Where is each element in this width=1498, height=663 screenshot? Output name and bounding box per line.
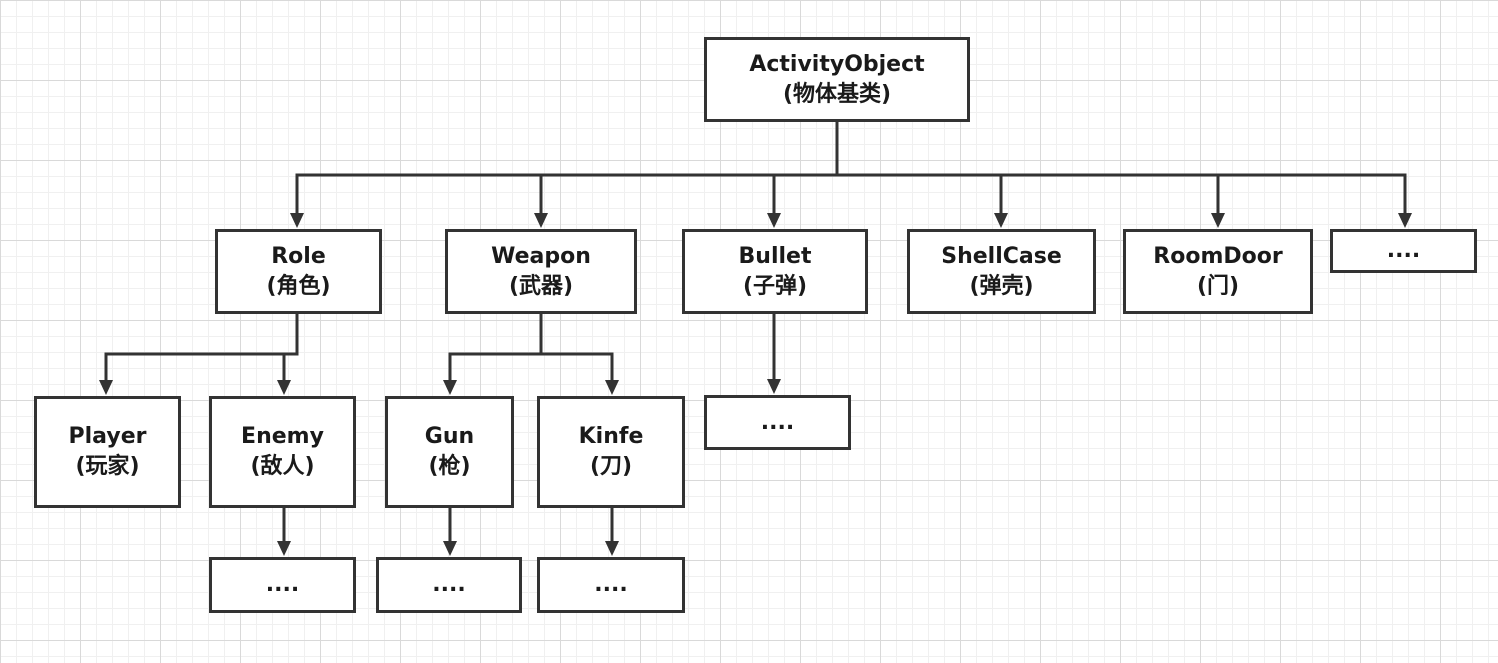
node-bullet-sub: (子弹): [742, 273, 808, 299]
node-bullet: Bullet (子弹): [682, 229, 868, 314]
node-kinfe: Kinfe (刀): [537, 396, 685, 508]
node-more-gun: ....: [376, 557, 522, 613]
arrowhead-8: [443, 380, 457, 395]
node-weapon-label: Weapon: [491, 243, 591, 269]
node-role-label: Role: [271, 243, 326, 269]
arrowhead-11: [277, 541, 291, 556]
node-more-enemy: ....: [209, 557, 356, 613]
node-more-bullet-label: ....: [760, 409, 795, 435]
arrowhead-2: [767, 213, 781, 228]
node-roomdoor: RoomDoor (门): [1123, 229, 1313, 314]
arrowhead-6: [99, 380, 113, 395]
node-weapon-sub: (武器): [508, 273, 574, 299]
node-role: Role (角色): [215, 229, 382, 314]
node-player-sub: (玩家): [75, 454, 140, 479]
node-gun-label: Gun: [424, 424, 475, 449]
node-kinfe-label: Kinfe: [578, 424, 644, 449]
node-activity-object-label: ActivityObject: [749, 51, 925, 77]
node-bullet-label: Bullet: [738, 243, 812, 269]
node-more-enemy-label: ....: [265, 572, 300, 597]
arrowhead-7: [277, 380, 291, 395]
node-enemy-sub: (敌人): [250, 454, 315, 479]
node-weapon: Weapon (武器): [445, 229, 637, 314]
node-shellcase: ShellCase (弹壳): [907, 229, 1096, 314]
node-enemy-label: Enemy: [241, 424, 324, 449]
arrowhead-10: [767, 379, 781, 394]
arrowhead-13: [605, 541, 619, 556]
node-shellcase-label: ShellCase: [941, 243, 1062, 269]
node-more-kinfe: ....: [537, 557, 685, 613]
node-more-bullet: ....: [704, 395, 851, 450]
node-shellcase-sub: (弹壳): [969, 273, 1034, 299]
node-activity-object: ActivityObject (物体基类): [704, 37, 970, 122]
node-role-sub: (角色): [266, 273, 331, 299]
node-more-top: ....: [1330, 229, 1477, 273]
node-roomdoor-sub: (门): [1196, 273, 1240, 299]
node-activity-object-sub: (物体基类): [782, 81, 892, 107]
node-player: Player (玩家): [34, 396, 181, 508]
node-kinfe-sub: (刀): [589, 454, 633, 479]
node-more-gun-label: ....: [432, 572, 466, 597]
arrowhead-12: [443, 541, 457, 556]
arrowhead-1: [534, 213, 548, 228]
arrowhead-4: [1211, 213, 1225, 228]
node-gun: Gun (枪): [385, 396, 514, 508]
node-more-top-label: ....: [1386, 238, 1421, 263]
arrowhead-3: [994, 213, 1008, 228]
node-gun-sub: (枪): [428, 454, 471, 479]
arrowhead-5: [1398, 213, 1412, 228]
arrowhead-9: [605, 380, 619, 395]
arrowhead-0: [290, 213, 304, 228]
node-roomdoor-label: RoomDoor: [1153, 243, 1283, 269]
node-player-label: Player: [68, 424, 147, 449]
node-enemy: Enemy (敌人): [209, 396, 356, 508]
node-more-kinfe-label: ....: [594, 572, 628, 597]
